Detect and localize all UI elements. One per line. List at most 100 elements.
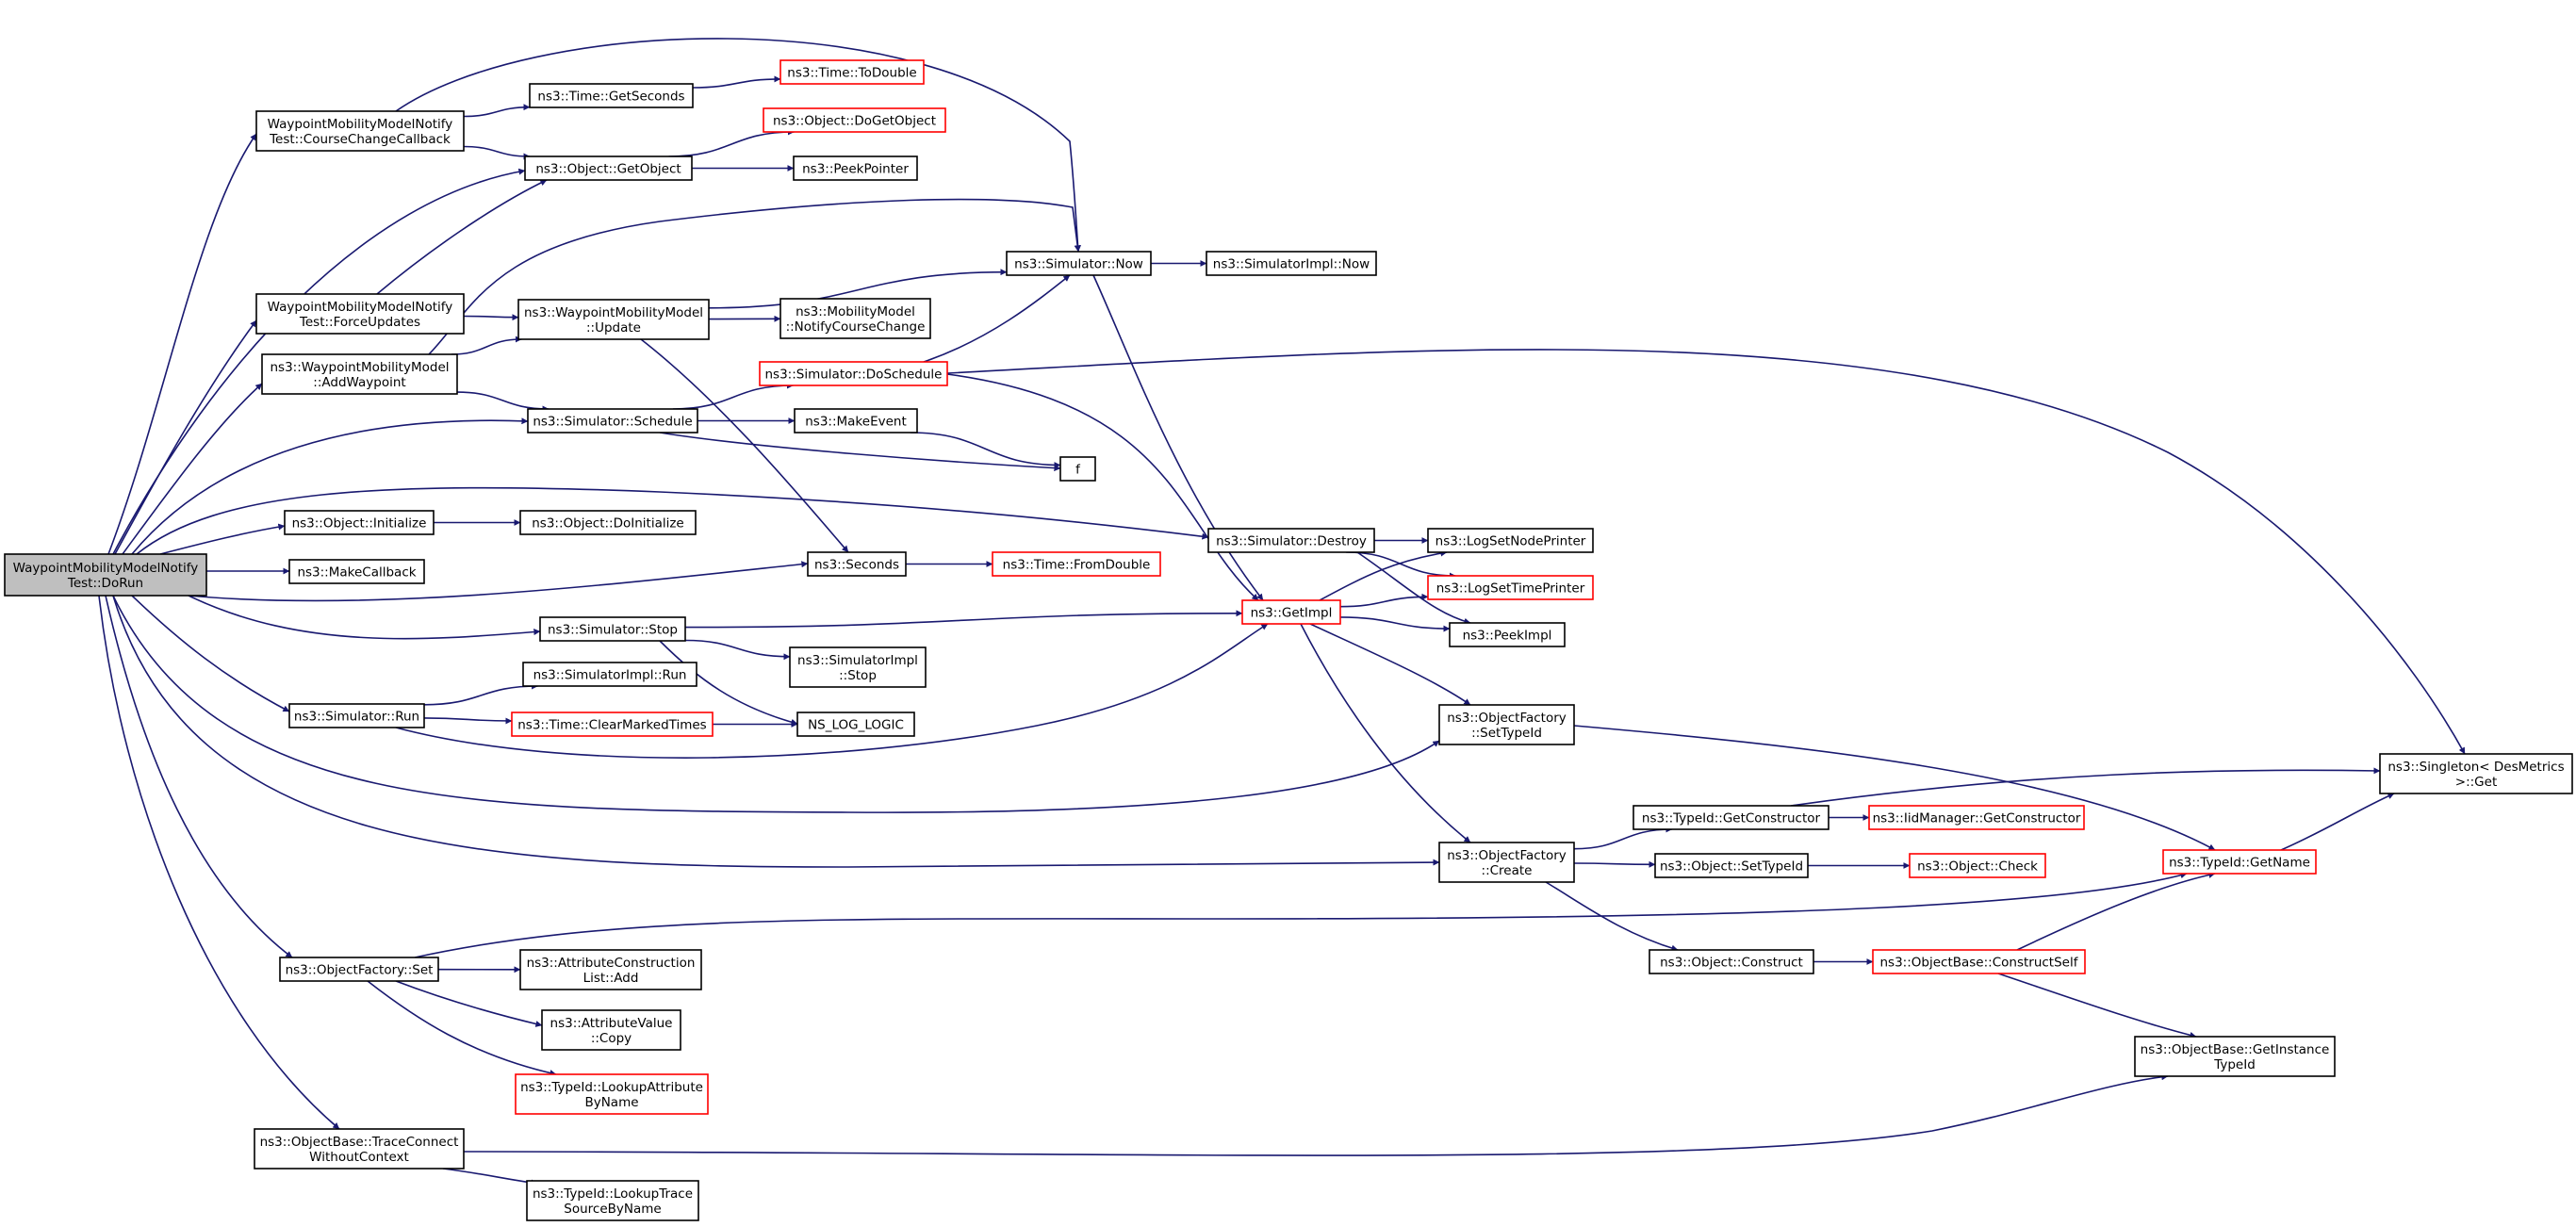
call-edge-line <box>692 75 781 89</box>
call-edge-line <box>946 373 1259 601</box>
function-node-getname[interactable]: ns3::TypeId::GetName <box>2162 849 2317 875</box>
function-node-notifycc[interactable]: ns3::MobilityModel::NotifyCourseChange <box>779 298 931 339</box>
function-node-box <box>524 155 693 181</box>
function-node-objsettypeid[interactable]: ns3::Object::SetTypeId <box>1654 853 1809 878</box>
function-node-addwaypoint[interactable]: ns3::WaypointMobilityModel::AddWaypoint <box>261 353 458 395</box>
function-node-getseconds[interactable]: ns3::Time::GetSeconds <box>529 83 694 108</box>
function-node-box <box>1427 528 1594 553</box>
function-node-schedule[interactable]: ns3::Simulator::Schedule <box>527 408 698 434</box>
function-node-box <box>511 712 714 737</box>
call-edge-line <box>684 639 791 661</box>
function-node-settypeid_factory[interactable]: ns3::ObjectFactory::SetTypeId <box>1438 704 1575 745</box>
call-edge-line <box>1300 623 1471 843</box>
function-node-create[interactable]: ns3::ObjectFactory::Create <box>1438 842 1575 883</box>
function-node-clearmarked[interactable]: ns3::Time::ClearMarkedTimes <box>511 712 714 737</box>
function-node-label: ns3::GetImpl <box>1251 606 1333 621</box>
function-node-logtime[interactable]: ns3::LogSetTimePrinter <box>1427 575 1594 600</box>
call-edge-root-to-run <box>131 595 290 712</box>
function-node-check[interactable]: ns3::Object::Check <box>1909 853 2046 878</box>
function-node-todouble[interactable]: ns3::Time::ToDouble <box>779 59 925 85</box>
function-node-makecallback[interactable]: ns3::MakeCallback <box>288 559 425 584</box>
call-edge-line <box>395 980 543 1027</box>
call-edge-getname-to-singleton <box>2280 793 2395 851</box>
call-edge-line <box>463 104 531 118</box>
function-node-box <box>1241 599 1341 625</box>
function-node-seconds[interactable]: ns3::Seconds <box>807 551 907 577</box>
function-node-label: ns3::TypeId::LookupTrace <box>533 1186 693 1202</box>
function-node-initialize[interactable]: ns3::Object::Initialize <box>284 510 435 535</box>
function-node-now[interactable]: ns3::Simulator::Now <box>1006 251 1152 276</box>
call-edge-line <box>1339 616 1451 632</box>
function-node-doschedule[interactable]: ns3::Simulator::DoSchedule <box>759 361 948 386</box>
call-edge-line <box>1997 973 2197 1039</box>
function-node-getconstructor[interactable]: ns3::TypeId::GetConstructor <box>1633 805 1829 830</box>
function-node-fromdouble[interactable]: ns3::Time::FromDouble <box>992 551 1161 577</box>
call-edge-schedule-to-doschedule <box>672 382 794 410</box>
function-node-getobject[interactable]: ns3::Object::GetObject <box>524 155 693 181</box>
function-node-stop[interactable]: ns3::Simulator::Stop <box>539 616 686 642</box>
call-edge-line <box>659 640 798 726</box>
function-node-factoryset[interactable]: ns3::ObjectFactory::Set <box>279 957 439 982</box>
function-node-label: ns3::Object::Initialize <box>292 516 427 532</box>
function-node-box <box>4 553 207 597</box>
call-edge-doschedule-to-now <box>923 274 1071 363</box>
function-node-forceupdates[interactable]: WaypointMobilityModelNotifyTest::ForceUp… <box>255 293 465 335</box>
function-node-ccb[interactable]: WaypointMobilityModelNotifyTest::CourseC… <box>255 110 465 152</box>
function-node-label: ns3::TypeId::GetConstructor <box>1642 811 1821 826</box>
call-edge-line <box>659 432 1061 472</box>
function-node-implnow[interactable]: ns3::SimulatorImpl::Now <box>1206 251 1377 276</box>
function-node-update[interactable]: ns3::WaypointMobilityModel::Update <box>517 299 710 340</box>
call-edge-line <box>463 145 531 160</box>
call-edge-line <box>107 133 257 555</box>
call-edge-line <box>1573 860 1656 868</box>
function-node-attrcopy[interactable]: ns3::AttributeValue::Copy <box>541 1009 681 1051</box>
function-node-destroy[interactable]: ns3::Simulator::Destroy <box>1207 528 1375 553</box>
call-edge-getconstructor-to-singleton <box>1790 767 2381 807</box>
call-edge-create-to-getconstructor <box>1573 826 1673 850</box>
function-node-box <box>1868 805 2085 830</box>
function-node-peekimpl[interactable]: ns3::PeekImpl <box>1449 622 1566 647</box>
call-edge-addwaypoint-to-now <box>428 198 1081 355</box>
call-edge-root-to-ccb <box>107 133 257 555</box>
function-node-doinitialize[interactable]: ns3::Object::DoInitialize <box>519 510 697 535</box>
call-edge-create-to-construct <box>1545 881 1679 952</box>
call-edge-line <box>112 595 1440 868</box>
function-node-implrun[interactable]: ns3::SimulatorImpl::Run <box>522 662 697 687</box>
function-node-nslog[interactable]: NS_LOG_LOGIC <box>796 712 915 737</box>
function-node-box <box>255 110 465 152</box>
function-node-singleton[interactable]: ns3::Singleton< DesMetrics >::Get <box>2379 753 2573 794</box>
function-node-label: ns3::ObjectFactory <box>1447 711 1567 726</box>
function-node-lognode[interactable]: ns3::LogSetNodePrinter <box>1427 528 1594 553</box>
function-node-label: ns3::Time::ToDouble <box>787 66 916 81</box>
function-node-constructself[interactable]: ns3::ObjectBase::ConstructSelf <box>1872 949 2086 974</box>
function-node-dogetobject[interactable]: ns3::Object::DoGetObject <box>763 107 946 133</box>
function-node-box <box>261 353 458 395</box>
function-node-iidmanager[interactable]: ns3::IidManager::GetConstructor <box>1868 805 2085 830</box>
call-edge-line <box>946 349 2466 755</box>
function-node-label: >::Get <box>2455 775 2497 790</box>
function-node-label: ns3::SimulatorImpl::Now <box>1213 257 1370 272</box>
call-edge-line <box>367 980 557 1076</box>
function-node-f[interactable]: f <box>1059 456 1096 482</box>
function-node-box <box>522 662 697 687</box>
function-node-construct[interactable]: ns3::Object::Construct <box>1649 949 1814 974</box>
function-node-box <box>526 1180 699 1221</box>
function-node-box <box>1006 251 1152 276</box>
function-node-run[interactable]: ns3::Simulator::Run <box>288 703 425 728</box>
call-edge-getobject-to-dogetobject <box>668 128 795 157</box>
call-edge-line <box>668 128 795 157</box>
call-edge-line <box>131 417 529 555</box>
call-edge-root-to-addwaypoint <box>122 383 263 555</box>
call-edge-settypeid_factory-to-getname <box>1573 725 2216 851</box>
function-node-getimpl[interactable]: ns3::GetImpl <box>1241 599 1341 625</box>
function-node-peekpointer[interactable]: ns3::PeekPointer <box>793 155 918 181</box>
function-node-traceconnect[interactable]: ns3::ObjectBase::TraceConnectWithoutCont… <box>254 1128 465 1170</box>
function-node-implstop[interactable]: ns3::SimulatorImpl::Stop <box>789 646 927 688</box>
function-node-makeevent[interactable]: ns3::MakeEvent <box>794 408 918 434</box>
